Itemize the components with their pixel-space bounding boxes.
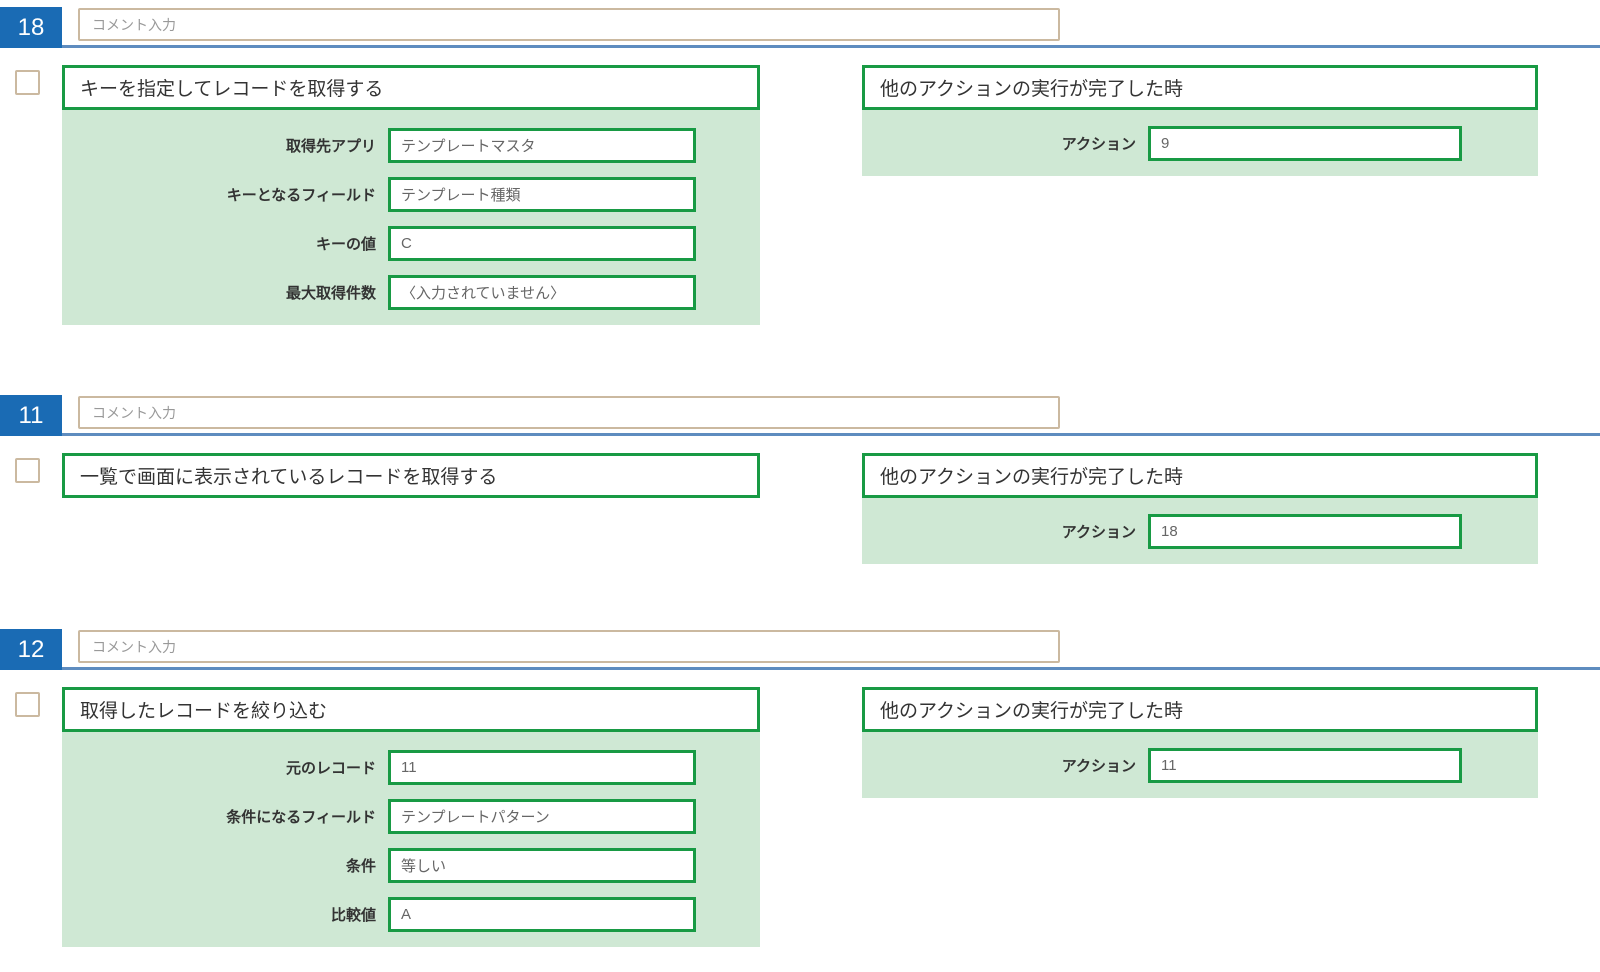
field-row: 条件 等しい bbox=[62, 848, 760, 883]
field-label: アクション bbox=[1061, 757, 1136, 775]
action-body: 取得したレコードを絞り込む 元のレコード 11 条件になるフィールド テンプレー… bbox=[0, 670, 1600, 947]
field-input[interactable]: テンプレートマスタ bbox=[388, 128, 696, 163]
field-row: 取得先アプリ テンプレートマスタ bbox=[62, 128, 760, 163]
trigger-action-input[interactable]: 18 bbox=[1148, 513, 1462, 549]
trigger-panel: アクション 9 bbox=[862, 110, 1538, 176]
field-input[interactable]: 〈入力されていません〉 bbox=[388, 275, 696, 310]
action-header: 12 bbox=[0, 622, 1600, 670]
trigger-title[interactable]: 他のアクションの実行が完了した時 bbox=[862, 453, 1538, 498]
trigger-action-input[interactable]: 9 bbox=[1148, 125, 1462, 161]
action-fields-panel: 元のレコード 11 条件になるフィールド テンプレートパターン 条件 等しい 比… bbox=[62, 732, 760, 947]
field-input[interactable]: A bbox=[388, 897, 696, 932]
field-row: 元のレコード 11 bbox=[62, 750, 760, 785]
action-body: 一覧で画面に表示されているレコードを取得する 他のアクションの実行が完了した時 … bbox=[0, 436, 1600, 564]
comment-input[interactable] bbox=[78, 8, 1060, 41]
field-input[interactable]: C bbox=[388, 226, 696, 261]
action-block-11: 11 一覧で画面に表示されているレコードを取得する 他のアクションの実行が完了し… bbox=[0, 388, 1600, 564]
trigger-panel: アクション 11 bbox=[862, 732, 1538, 798]
field-label: アクション bbox=[1061, 523, 1136, 541]
trigger-action-input[interactable]: 11 bbox=[1148, 747, 1462, 783]
trigger-title[interactable]: 他のアクションの実行が完了した時 bbox=[862, 687, 1538, 732]
field-label: 条件になるフィールド bbox=[226, 809, 376, 826]
field-label: 元のレコード bbox=[285, 760, 376, 777]
field-label: キーの値 bbox=[315, 236, 376, 253]
field-label: キーとなるフィールド bbox=[226, 187, 376, 204]
action-header: 18 bbox=[0, 0, 1600, 48]
field-label: 最大取得件数 bbox=[285, 285, 376, 302]
field-label: 条件 bbox=[345, 858, 376, 875]
trigger-panel: アクション 18 bbox=[862, 498, 1538, 564]
trigger-title[interactable]: 他のアクションの実行が完了した時 bbox=[862, 65, 1538, 110]
field-row: キーとなるフィールド テンプレート種類 bbox=[62, 177, 760, 212]
action-checkbox[interactable] bbox=[15, 70, 40, 95]
field-row: 最大取得件数 〈入力されていません〉 bbox=[62, 275, 760, 310]
field-row: 条件になるフィールド テンプレートパターン bbox=[62, 799, 760, 834]
field-label: 比較値 bbox=[330, 907, 376, 924]
action-checkbox[interactable] bbox=[15, 458, 40, 483]
action-number-badge: 11 bbox=[0, 395, 62, 436]
field-label: 取得先アプリ bbox=[285, 138, 376, 155]
field-input[interactable]: テンプレートパターン bbox=[388, 799, 696, 834]
action-fields-panel: 取得先アプリ テンプレートマスタ キーとなるフィールド テンプレート種類 キーの… bbox=[62, 110, 760, 325]
action-body: キーを指定してレコードを取得する 取得先アプリ テンプレートマスタ キーとなるフ… bbox=[0, 48, 1600, 325]
action-title[interactable]: 一覧で画面に表示されているレコードを取得する bbox=[62, 453, 760, 498]
action-header: 11 bbox=[0, 388, 1600, 436]
action-title[interactable]: キーを指定してレコードを取得する bbox=[62, 65, 760, 110]
field-row: 比較値 A bbox=[62, 897, 760, 932]
field-row: キーの値 C bbox=[62, 226, 760, 261]
action-number-badge: 18 bbox=[0, 7, 62, 48]
field-row: アクション 9 bbox=[862, 125, 1538, 161]
action-block-12: 12 取得したレコードを絞り込む 元のレコード 11 条件になるフィールド テン… bbox=[0, 622, 1600, 947]
field-input[interactable]: テンプレート種類 bbox=[388, 177, 696, 212]
comment-input[interactable] bbox=[78, 396, 1060, 429]
action-checkbox[interactable] bbox=[15, 692, 40, 717]
action-block-18: 18 キーを指定してレコードを取得する 取得先アプリ テンプレートマスタ キーと… bbox=[0, 0, 1600, 325]
comment-input[interactable] bbox=[78, 630, 1060, 663]
field-input[interactable]: 等しい bbox=[388, 848, 696, 883]
field-row: アクション 11 bbox=[862, 747, 1538, 783]
action-number-badge: 12 bbox=[0, 629, 62, 670]
action-title[interactable]: 取得したレコードを絞り込む bbox=[62, 687, 760, 732]
field-input[interactable]: 11 bbox=[388, 750, 696, 785]
field-row: アクション 18 bbox=[862, 513, 1538, 549]
field-label: アクション bbox=[1061, 135, 1136, 153]
